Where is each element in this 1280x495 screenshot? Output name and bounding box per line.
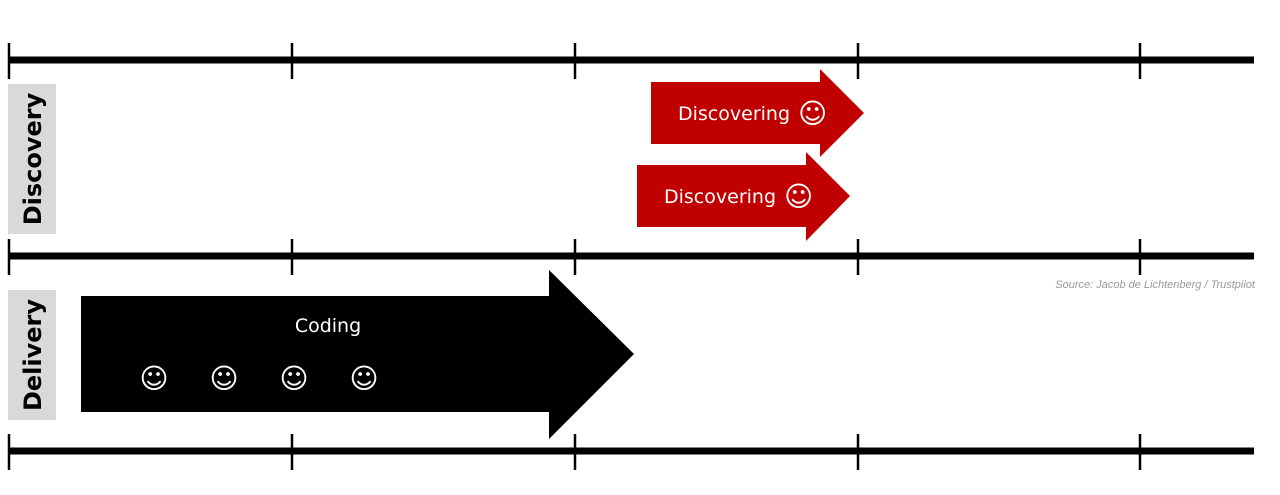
lane-label-discovery: Discovery [8, 84, 56, 234]
smiley-icon: ☺ [139, 362, 168, 395]
smiley-icon: ☺ [784, 180, 813, 213]
smiley-icon: ☺ [279, 362, 308, 395]
timeline-bottom [7, 434, 1254, 470]
discovering-arrow-1: Discovering ☺ [651, 69, 864, 157]
source-caption: Source: Jacob de Lichtenberg / Trustpilo… [1055, 279, 1256, 291]
smiley-icon: ☺ [209, 362, 238, 395]
smiley-icon: ☺ [798, 97, 827, 130]
smiley-icon: ☺ [349, 362, 378, 395]
lane-label-delivery: Delivery [8, 290, 56, 420]
timeline-top [7, 43, 1254, 79]
discovering-arrow-2-label: Discovering [664, 186, 776, 208]
discovering-arrow-2: Discovering ☺ [637, 152, 850, 241]
discovering-arrow-1-label: Discovering [678, 103, 790, 125]
coding-arrow-label: Coding [295, 315, 361, 337]
timeline-middle [7, 239, 1254, 275]
coding-arrow: Coding ☺ ☺ ☺ ☺ [81, 270, 634, 439]
lane-label-delivery-text: Delivery [19, 299, 47, 411]
lane-label-discovery-text: Discovery [19, 92, 47, 225]
